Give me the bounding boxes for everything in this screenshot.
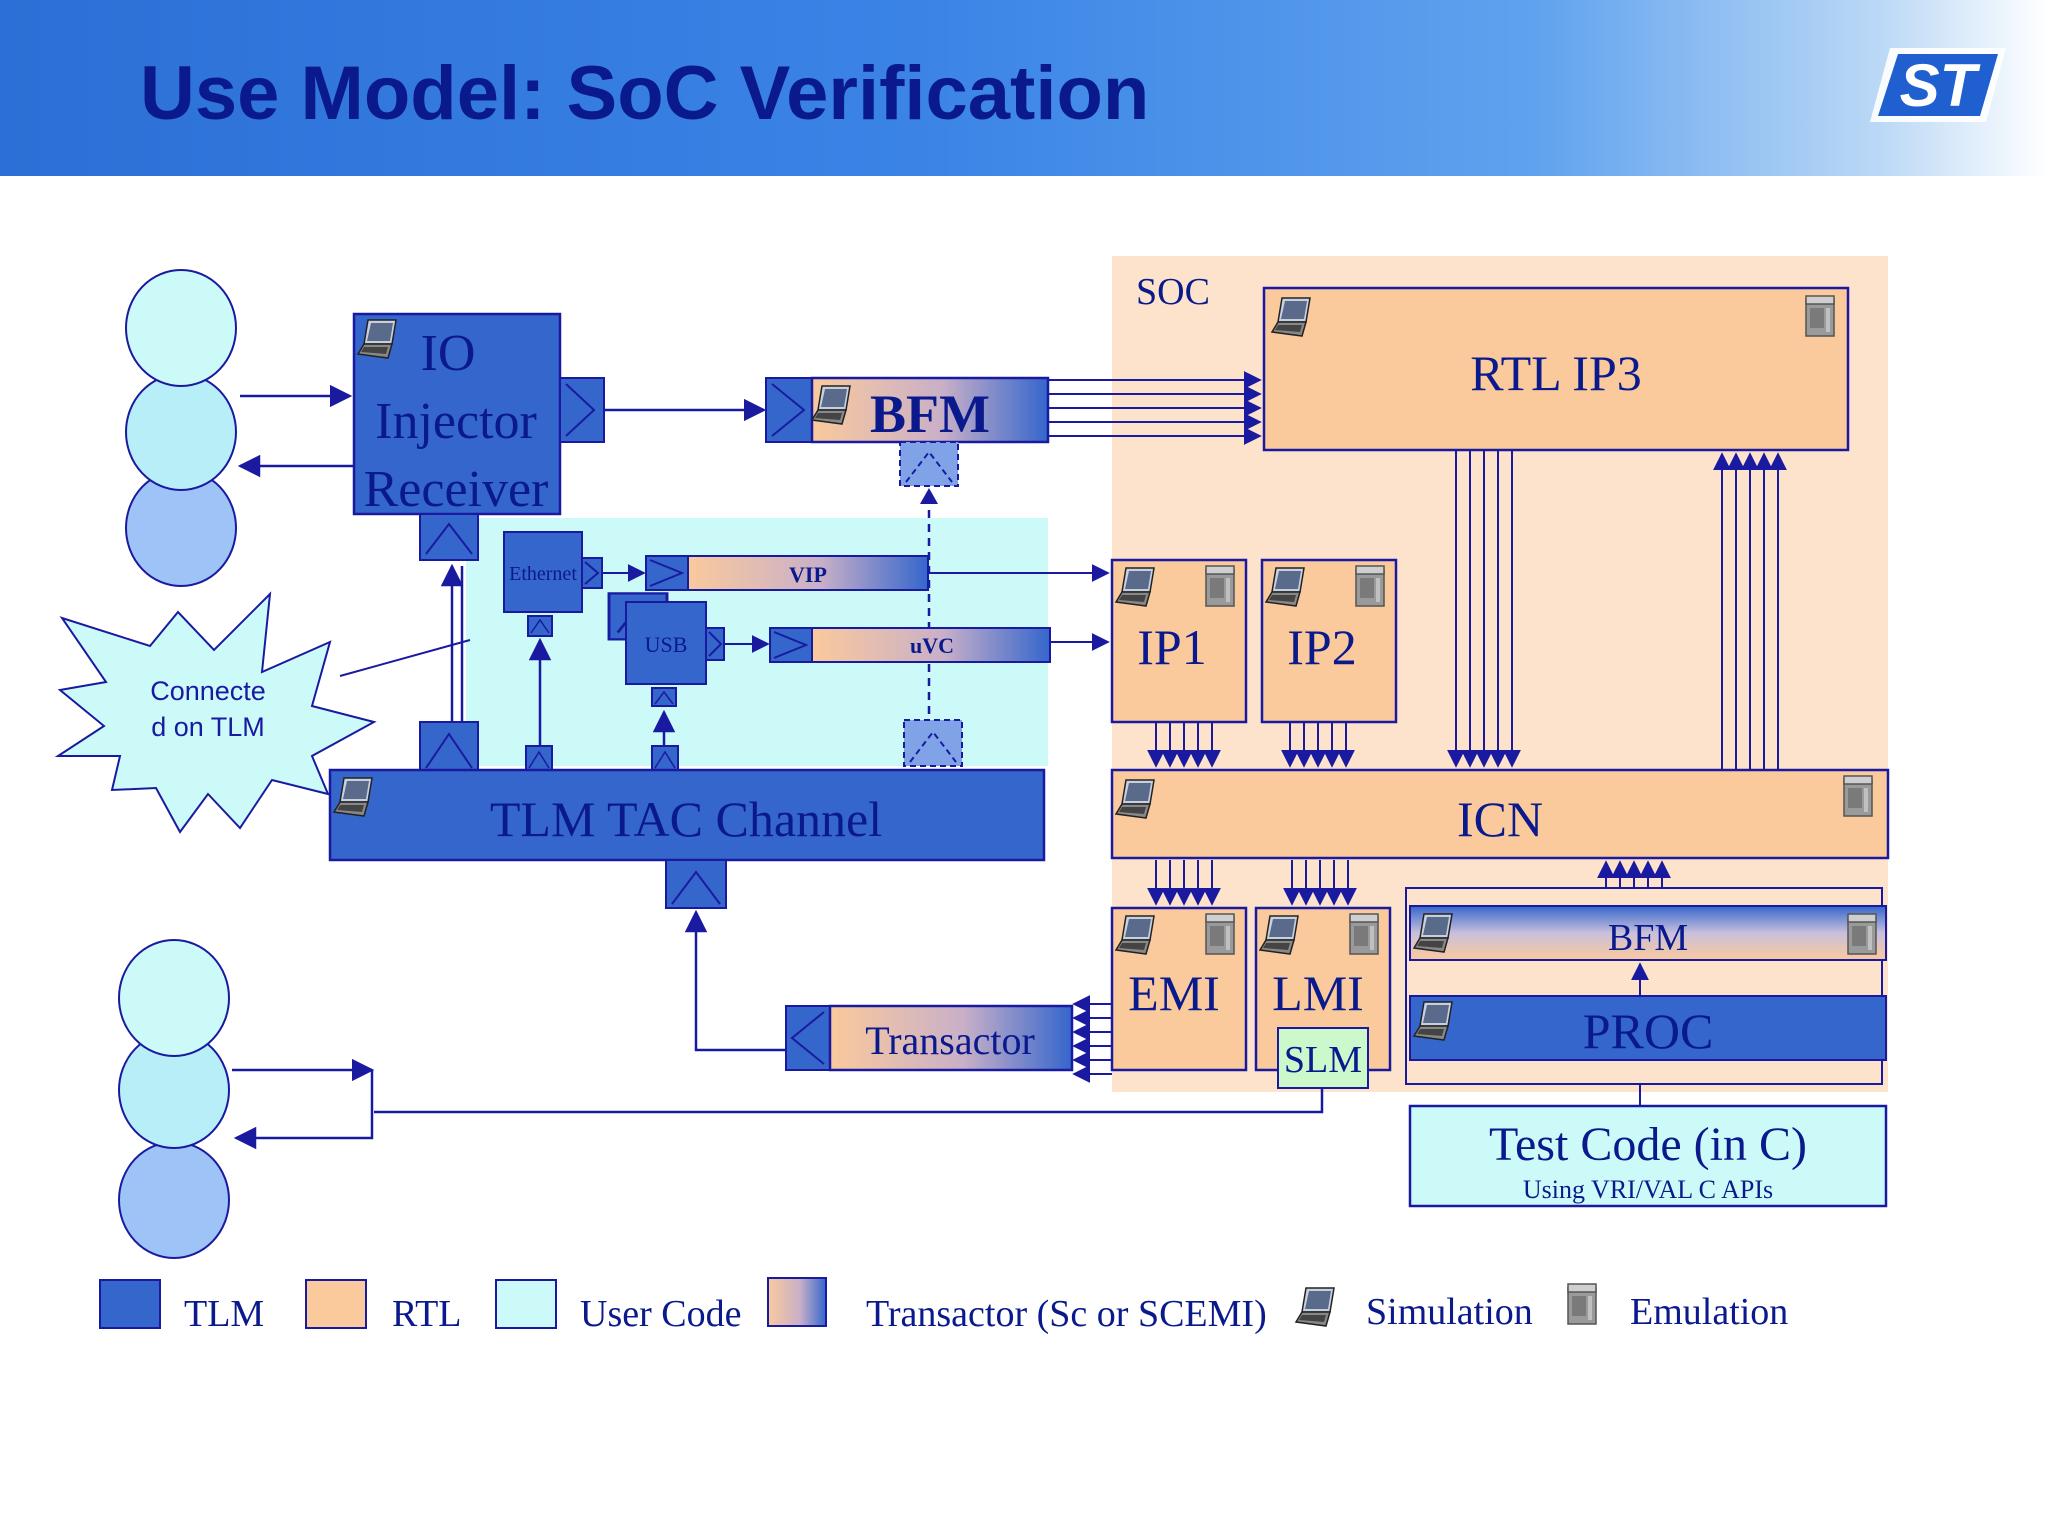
legend-simulation-icon [1295,1287,1335,1327]
legend-emulation-icon [1567,1283,1597,1325]
uvc-label: uVC [910,633,954,658]
rtl-ip3-block [1262,286,1850,452]
io-injector-line1: IO [421,325,476,382]
vip-label: VIP [789,562,827,587]
emulation-icon [1355,565,1385,607]
connected-label-2: d on TLM [151,712,265,742]
legend-emulation: Emulation [1630,1291,1788,1333]
connected-label-1: Connecte [150,676,266,706]
legend-rtl: RTL [392,1293,462,1335]
tlm-tac-label: TLM TAC Channel [490,791,882,847]
emulation-icon [1205,913,1235,955]
transactor-block [828,1004,1074,1072]
legend-swatch-rtl [305,1279,367,1329]
io-injector-line3: Receiver [364,461,549,518]
legend-swatch-user-code [495,1279,557,1329]
test-code-sub: Using VRI/VAL C APIs [1523,1175,1773,1204]
emi-label: EMI [1128,965,1220,1021]
connected-starburst [54,591,377,834]
disk-stack-bottom [118,939,230,1259]
emulation-icon [1843,775,1873,817]
proc-block [1409,995,1887,1061]
ip1-label: IP1 [1137,619,1206,675]
ethernet-block [503,531,583,613]
test-code-label: Test Code (in C) [1489,1118,1807,1171]
test-code-block [1408,1104,1888,1208]
soc-label: SOC [1136,271,1210,313]
emulation-icon [1847,913,1877,955]
emulation-icon [1349,913,1379,955]
emulation-icon [1205,565,1235,607]
slm-block [1277,1027,1369,1089]
ethernet-label: Ethernet [509,563,577,585]
header-banner [0,0,2048,176]
bfm-top-label: BFM [870,384,990,444]
slide-title: Use Model: SoC Verification [140,51,1150,136]
transactor-label: Transactor [865,1018,1035,1063]
proc-label: PROC [1583,1003,1714,1059]
icn-label: ICN [1457,791,1543,847]
rtl-ip3-label: RTL IP3 [1470,345,1642,401]
icn-block [1110,768,1890,860]
legend-simulation: Simulation [1366,1291,1533,1333]
bfm-proc-label: BFM [1608,917,1688,959]
bfm-top-block [810,376,1050,444]
usb-label: USB [645,632,688,657]
legend-transactor: Transactor (Sc or SCEMI) [866,1293,1267,1335]
ip2-label: IP2 [1287,619,1356,675]
legend-tlm: TLM [184,1293,264,1335]
legend-user-code: User Code [580,1293,741,1335]
svg-text:ST: ST [1900,52,1981,119]
io-injector-line2: Injector [375,393,537,450]
legend-swatch-transactor [767,1277,827,1327]
lmi-label: LMI [1272,965,1364,1021]
usb-block [625,601,707,685]
st-logo: ST [1870,48,2006,122]
emulation-icon [1805,295,1835,337]
disk-stack-top [125,269,237,587]
bfm-proc-block [1409,905,1887,961]
slm-label: SLM [1284,1039,1362,1081]
legend-swatch-tlm [99,1279,161,1329]
uvc-block [811,627,1051,663]
